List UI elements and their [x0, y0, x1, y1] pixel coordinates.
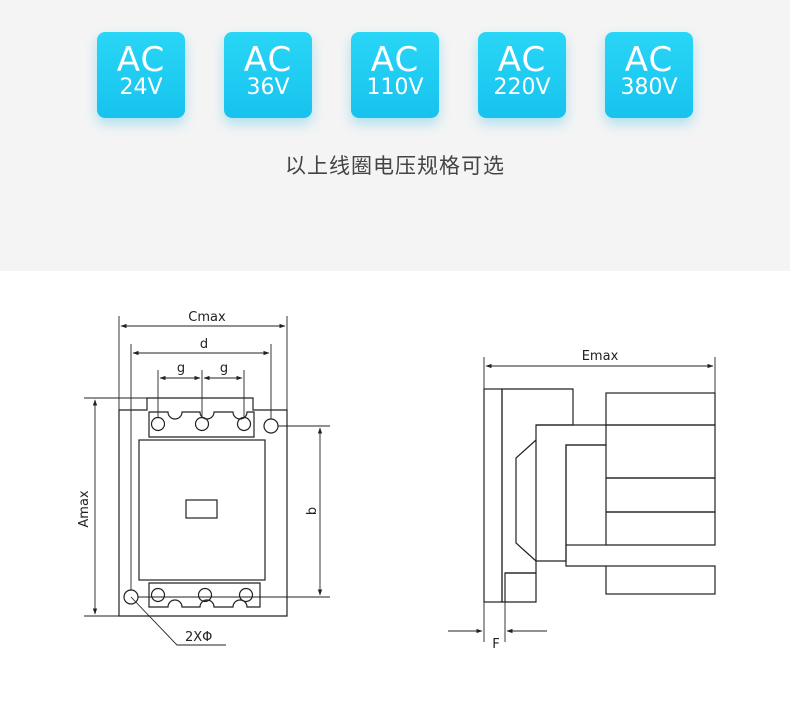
label-g-left: g [177, 361, 185, 376]
dimension-drawing: Cmax d g g Amax b 2XΦ [0, 271, 790, 702]
terminal-screw [194, 416, 210, 432]
side-bottom-step [505, 572, 537, 603]
badge-type: AC [243, 40, 293, 80]
label-amax: Amax [77, 490, 92, 528]
terminal-screw [150, 587, 166, 603]
side-contact-block [606, 424, 716, 479]
voltage-badge-24v: AC 24V [97, 32, 185, 118]
badge-type: AC [370, 40, 420, 80]
terminal-screw [236, 416, 252, 432]
side-contact-block [606, 477, 716, 513]
label-f: F [492, 637, 499, 652]
voltage-badge-220v: AC 220V [478, 32, 566, 118]
side-armature-bevel [515, 439, 537, 562]
front-center-window [185, 499, 218, 519]
front-view [84, 316, 330, 646]
front-coil-body [138, 439, 266, 581]
terminal-screw [197, 587, 213, 603]
side-contact-block [565, 444, 607, 546]
badge-voltage: 36V [246, 75, 290, 100]
side-contact-block [605, 565, 716, 595]
label-cmax: Cmax [188, 310, 226, 325]
side-contact-block [606, 511, 716, 546]
label-g-right: g [220, 361, 228, 376]
front-bottom-terminal-block [148, 582, 261, 608]
badge-type: AC [624, 40, 674, 80]
mounting-hole [263, 418, 279, 434]
badge-type: AC [497, 40, 547, 80]
voltage-badge-row: AC 24V AC 36V AC 110V AC 220V AC 380V [0, 32, 790, 120]
label-d: d [200, 337, 208, 352]
label-emax: Emax [582, 349, 619, 364]
badge-voltage: 110V [366, 75, 424, 100]
side-view [448, 357, 716, 642]
terminal-screw [238, 587, 254, 603]
label-hole-diameter: 2XΦ [185, 630, 212, 645]
front-outer-body [118, 397, 288, 617]
coil-voltage-caption: 以上线圈电压规格可选 [285, 154, 505, 178]
voltage-badge-36v: AC 36V [224, 32, 312, 118]
side-base-plate [483, 388, 503, 603]
side-contact-block [565, 545, 606, 567]
dimension-drawing-svg: Cmax d g g Amax b 2XΦ [77, 310, 716, 652]
side-contact-block [605, 392, 716, 426]
side-main-body [501, 388, 574, 603]
terminal-screw [150, 416, 166, 432]
badge-voltage: 380V [620, 75, 678, 100]
label-b: b [305, 507, 320, 515]
badge-voltage: 220V [493, 75, 551, 100]
voltage-badge-110v: AC 110V [351, 32, 439, 118]
badge-type: AC [116, 40, 166, 80]
voltage-badge-380v: AC 380V [605, 32, 693, 118]
voltage-options-panel: AC 24V AC 36V AC 110V AC 220V AC 380V 以上… [0, 0, 790, 271]
badge-voltage: 24V [119, 75, 163, 100]
front-top-terminal-block [148, 411, 255, 438]
